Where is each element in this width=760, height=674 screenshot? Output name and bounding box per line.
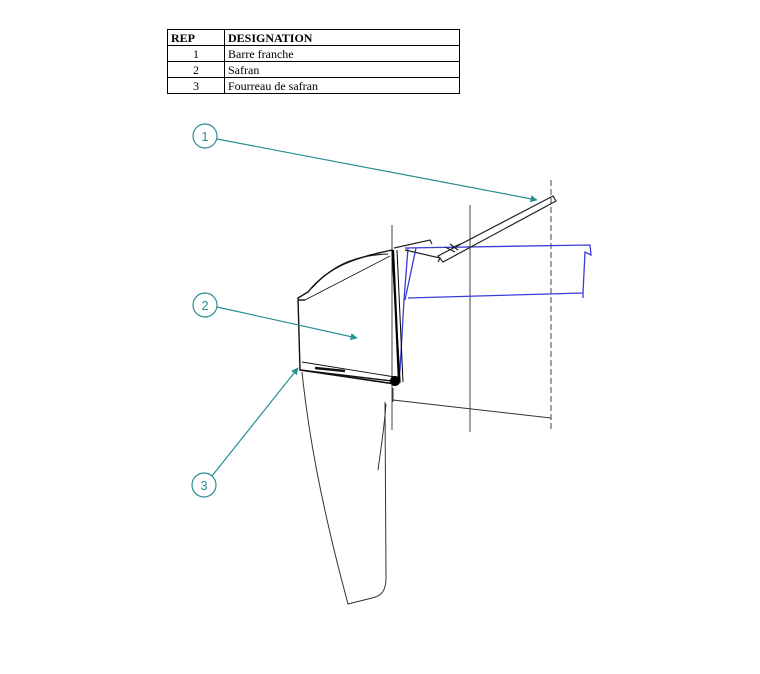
parts-table: REP DESIGNATION 1 Barre franche 2 Safran… — [167, 29, 460, 94]
callout-3-circle — [191, 472, 217, 498]
callout-3: 3 — [191, 367, 299, 498]
callout-2-circle — [192, 292, 218, 318]
callout-2-label: 2 — [201, 298, 208, 313]
tiller — [393, 195, 557, 263]
table-row: 3 Fourreau de safran — [167, 77, 460, 94]
hull-bottom-line — [392, 399, 552, 419]
row-3-rep: 3 — [167, 77, 225, 94]
callout-1-circle — [192, 123, 218, 149]
callout-1: 1 — [192, 123, 538, 203]
row-3-designation: Fourreau de safran — [224, 77, 460, 94]
callout-2: 2 — [192, 292, 358, 341]
callout-1-leader — [216, 138, 538, 203]
rudder-blade — [301, 371, 387, 605]
callout-1-label: 1 — [201, 129, 208, 144]
callout-3-label: 3 — [200, 478, 207, 493]
rudder-stock — [389, 249, 404, 387]
callout-3-leader — [211, 367, 299, 477]
hidden-bracket — [397, 244, 592, 385]
rudder-head — [297, 249, 401, 385]
callout-2-leader — [216, 306, 358, 341]
